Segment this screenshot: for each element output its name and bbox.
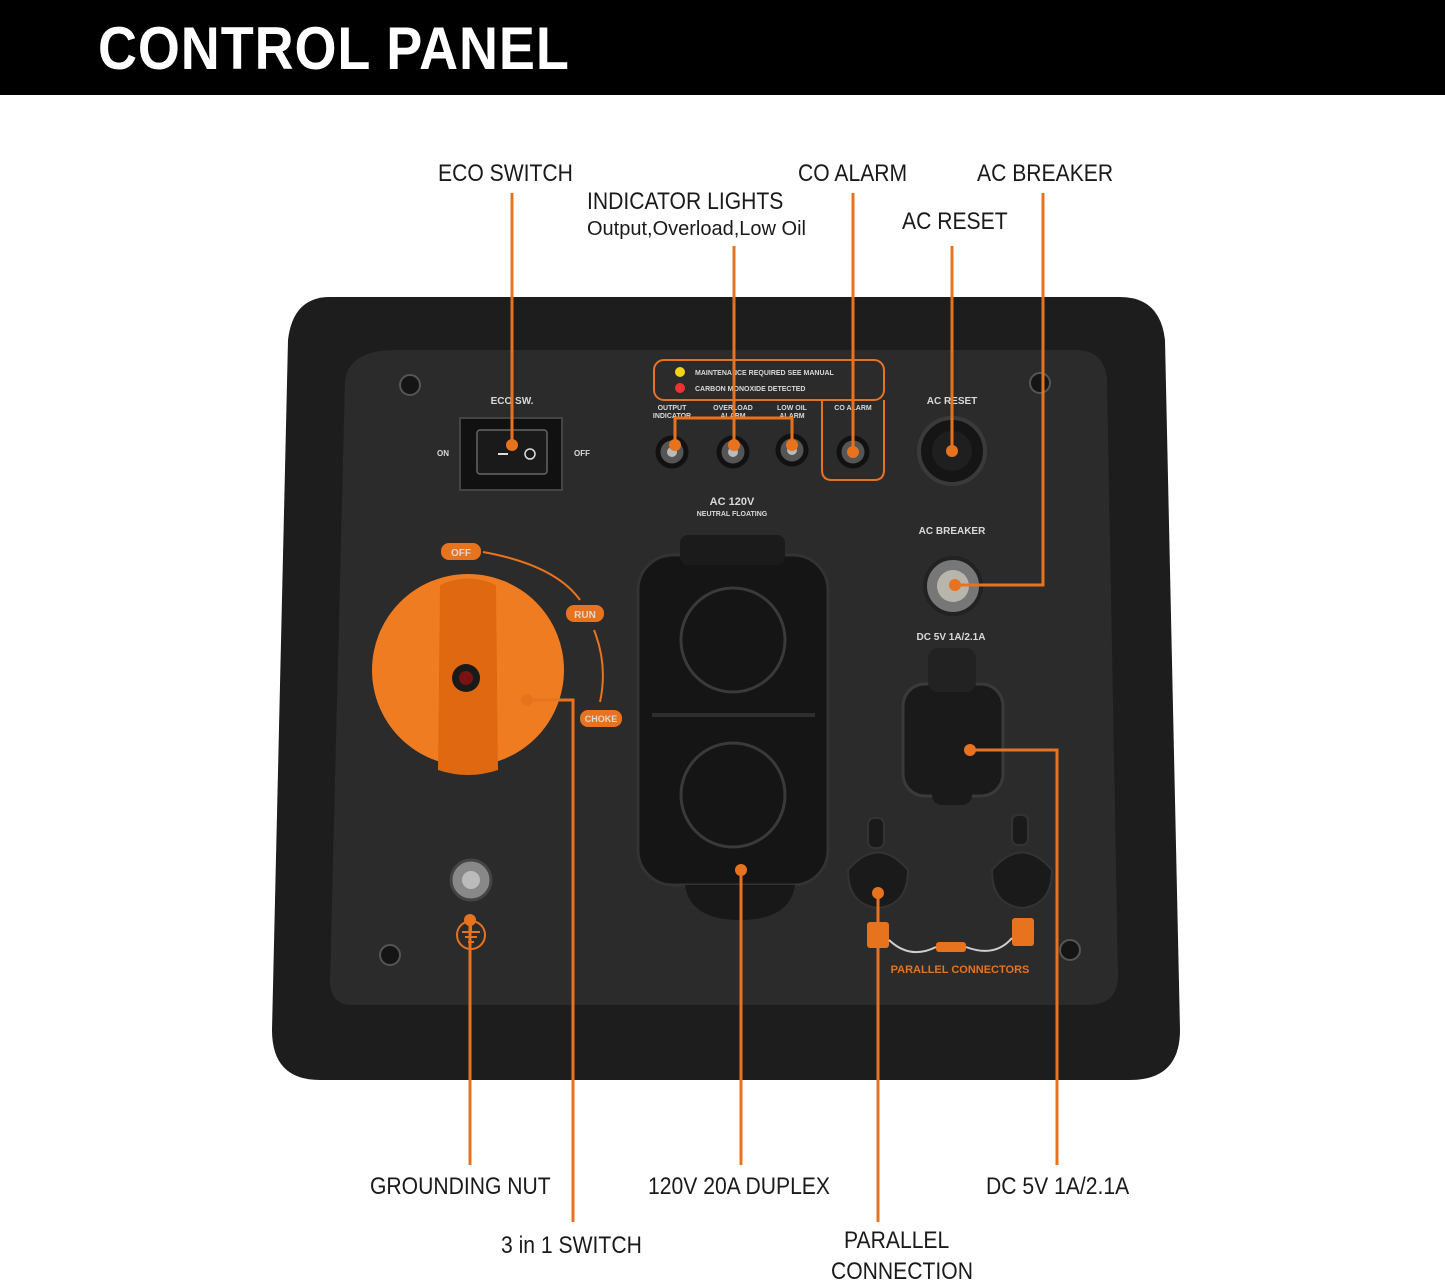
callout-parallel-line2: CONNECTION xyxy=(831,1258,973,1285)
knob-position-labels: OFF RUN CHOKE xyxy=(441,543,622,727)
callout-ac-breaker: AC BREAKER xyxy=(977,160,1114,187)
callout-ac-reset: AC RESET xyxy=(902,208,1008,235)
co-alarm-outline xyxy=(821,400,885,481)
callout-dc: DC 5V 1A/2.1A xyxy=(986,1173,1130,1200)
header-bar: CONTROL PANEL xyxy=(0,0,1445,95)
panel-label-on: ON xyxy=(437,449,449,458)
panel-label-ac-breaker: AC BREAKER xyxy=(919,526,986,537)
panel-label-maintenance: MAINTENANCE REQUIRED SEE MANUAL xyxy=(695,370,835,377)
callout-indicator-lights-sub: Output,Overload,Low Oil xyxy=(587,218,806,240)
callout-duplex: 120V 20A DUPLEX xyxy=(648,1173,830,1200)
parallel-connector-cap xyxy=(846,814,1054,910)
panel-label-neutral: NEUTRAL FLOATING xyxy=(697,511,768,518)
svg-text:CHOKE: CHOKE xyxy=(585,714,618,724)
panel-label-off-small: OFF xyxy=(574,449,590,458)
callout-parallel-line1: PARALLEL xyxy=(844,1227,950,1254)
page-title: CONTROL PANEL xyxy=(98,15,570,82)
panel-label-ac120: AC 120V xyxy=(710,496,755,508)
panel-label-dc: DC 5V 1A/2.1A xyxy=(917,632,986,643)
screw-icon xyxy=(379,372,1081,966)
svg-text:OFF: OFF xyxy=(451,548,471,559)
callout-grounding-nut: GROUNDING NUT xyxy=(370,1173,551,1200)
callout-indicator-lights: INDICATOR LIGHTS xyxy=(587,188,784,215)
callout-leader-lines xyxy=(468,193,1059,1222)
panel-label-output-2: INDICATOR xyxy=(653,413,691,420)
callout-dots xyxy=(464,439,976,926)
panel-label-output-1: OUTPUT xyxy=(658,405,688,412)
callout-eco-switch: ECO SWITCH xyxy=(438,160,573,187)
panel-label-lowoil-1: LOW OIL xyxy=(777,405,808,412)
duplex-outlet-cover xyxy=(636,553,830,887)
panel-label-parallel: PARALLEL CONNECTORS xyxy=(891,964,1030,976)
panel-label-carbon: CARBON MONOXIDE DETECTED xyxy=(695,386,805,393)
callout-co-alarm: CO ALARM xyxy=(798,160,908,187)
svg-text:RUN: RUN xyxy=(574,610,596,621)
callout-3in1-switch: 3 in 1 SWITCH xyxy=(501,1232,642,1259)
indicator-box-top xyxy=(653,359,885,401)
outlet-receptacle-icon xyxy=(679,586,787,849)
